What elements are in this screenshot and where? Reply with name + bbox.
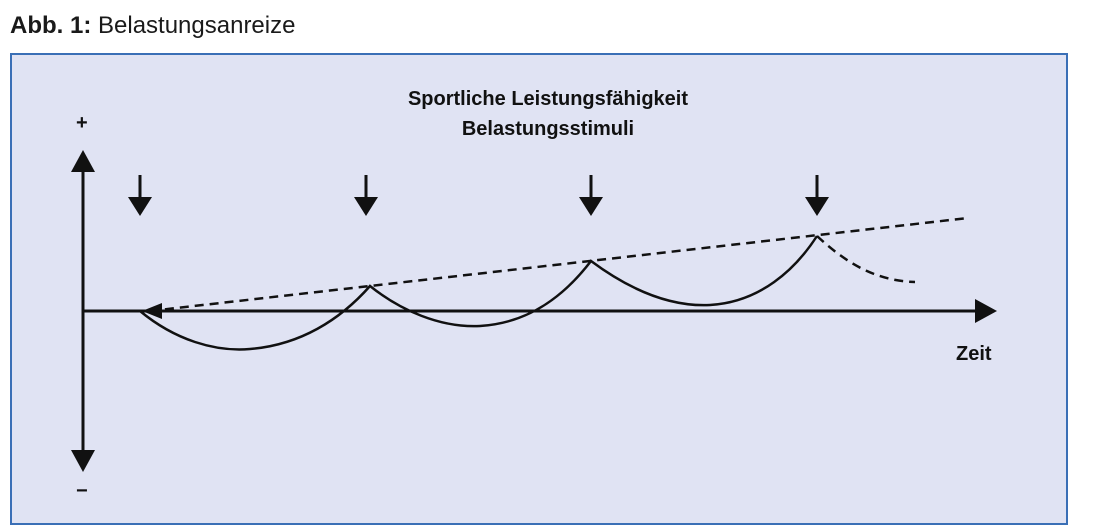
y-axis-plus-label: + <box>76 112 88 134</box>
stimulus-arrow-4 <box>805 175 829 216</box>
stimulus-arrow-3 <box>579 175 603 216</box>
diagram-title-line2: Belastungsstimuli <box>461 118 635 140</box>
caption-prefix: Abb. 1: <box>10 12 92 39</box>
y-axis-up-arrowhead <box>71 150 95 172</box>
figure-caption: Abb. 1: Belastungsanreize <box>10 12 295 40</box>
caption-title: Belastungsanreize <box>98 12 296 39</box>
performance-curve <box>139 235 819 351</box>
x-axis-arrowhead <box>975 299 997 323</box>
y-axis-minus-label: − <box>76 480 88 502</box>
diagram-title-line1: Sportliche Leistungsfähigkeit <box>407 88 689 110</box>
diagram-panel <box>10 53 1068 525</box>
trend-line-dashed <box>149 216 969 313</box>
stimulus-arrow-1 <box>128 175 152 216</box>
stimulus-arrow-2 <box>354 175 378 216</box>
detraining-curve-dashed <box>816 235 916 284</box>
x-axis-label: Zeit <box>956 343 992 365</box>
y-axis-down-arrowhead <box>71 450 95 472</box>
